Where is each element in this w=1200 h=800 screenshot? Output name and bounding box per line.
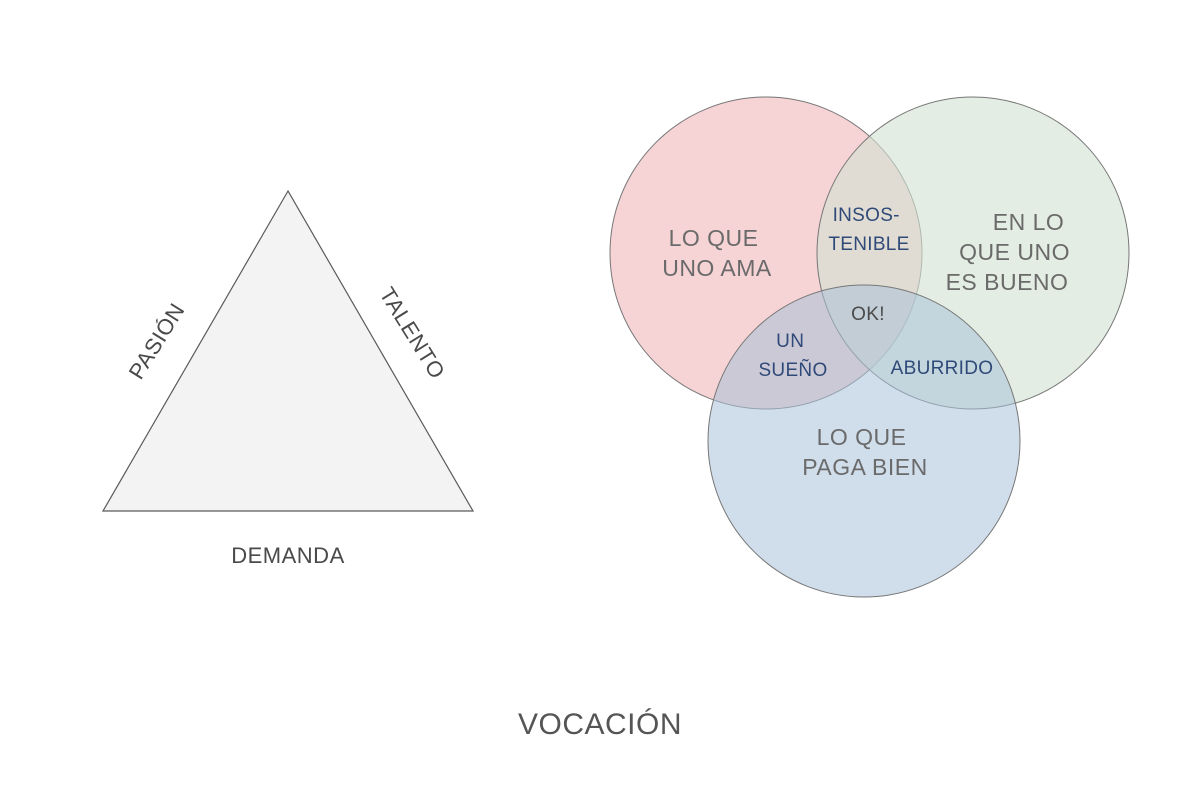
circle-good-line-2: QUE UNO xyxy=(959,239,1070,265)
circle-pay-label: LO QUE PAGA BIEN xyxy=(802,424,928,480)
intersection-love-good-label: INSOS- TENIBLE xyxy=(828,205,909,255)
intersection-love-good-line-2: TENIBLE xyxy=(828,234,909,255)
circle-good-label: EN LO QUE UNO ES BUENO xyxy=(946,209,1077,295)
intersection-love-good-line-1: INSOS- xyxy=(833,205,900,226)
intersection-love-pay-line-1: UN xyxy=(776,331,804,352)
venn-circle-pay xyxy=(707,284,1021,598)
diagram-title: VOCACIÓN xyxy=(518,708,682,741)
triangle-bottom-label: DEMANDA xyxy=(231,543,345,568)
circle-pay-line-1: LO QUE xyxy=(817,424,907,450)
vocation-triangle xyxy=(101,189,475,512)
intersection-good-pay-label: ABURRIDO xyxy=(891,358,994,379)
circle-good-line-1: EN LO xyxy=(993,209,1065,235)
circle-love-line-1: LO QUE xyxy=(669,225,759,251)
intersection-center-label: OK! xyxy=(851,304,885,325)
intersection-love-pay-label: UN SUEÑO xyxy=(758,331,827,381)
circle-love-line-2: UNO AMA xyxy=(662,255,772,281)
circle-pay-line-2: PAGA BIEN xyxy=(802,454,928,480)
intersection-love-pay-line-2: SUEÑO xyxy=(758,359,827,381)
circle-good-line-3: ES BUENO xyxy=(946,269,1069,295)
circle-love-label: LO QUE UNO AMA xyxy=(662,225,772,281)
triangle-left-label: PASIÓN xyxy=(124,299,190,384)
